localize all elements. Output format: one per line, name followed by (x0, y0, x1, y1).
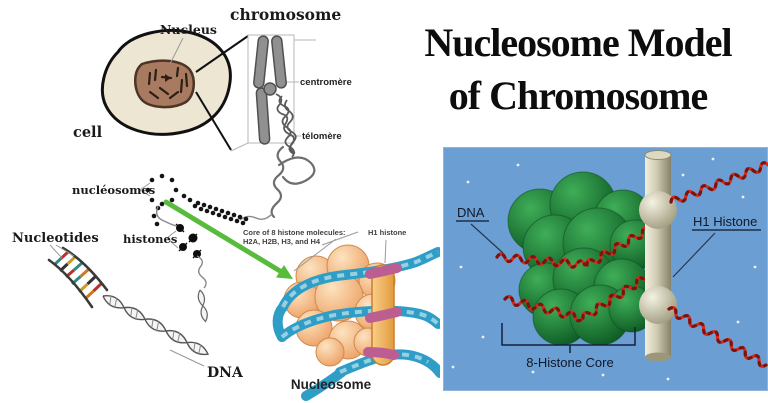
zoom-line-bottom (195, 91, 232, 151)
core-label: 8-Histone Core (526, 355, 613, 370)
dna-pink-segments (363, 263, 402, 360)
mini-helix (196, 288, 210, 323)
core-label-pointers (293, 231, 359, 272)
dna-label-pointer (470, 223, 504, 254)
nucleosome-beads (145, 173, 249, 227)
nucleotides-label: Nucleotides (12, 231, 99, 246)
chromatin-arrowhead (165, 74, 171, 82)
nucleotides-ladder (47, 246, 109, 309)
h1-histone-cylinder (639, 150, 677, 362)
cell-label: cell (73, 124, 103, 141)
nucleosome-label: Nucleosome (291, 377, 372, 392)
background-dots (451, 157, 757, 381)
page-title: Nucleosome Model of Chromosome (396, 16, 760, 122)
dna-label: DNA (207, 365, 244, 381)
h1-histone-pointer (384, 239, 387, 264)
h1-lower-bulge (639, 286, 677, 324)
h1-upper-bulge (639, 191, 677, 229)
centromere-label: centromère (300, 77, 352, 88)
nucleosomes-pointers (139, 182, 151, 197)
nucleotides-pointers (49, 244, 75, 259)
chromatin-squiggles (147, 66, 189, 100)
dna-double-helix (100, 291, 211, 359)
green-arrowhead (276, 265, 293, 279)
title-line2: of Chromosome (448, 73, 708, 118)
bead-string (155, 205, 177, 227)
dna-pointer (169, 349, 205, 367)
unraveling-coil (275, 93, 297, 158)
nucleosome-3d-panel: DNA H1 Histone 8-Histone Core (443, 147, 768, 391)
chromatin-packing-diagram: chromosome Nucleus cell centromère télom… (12, 5, 440, 401)
nucleosomes-label: nucléosomes (72, 183, 155, 197)
core-label-line2: H2A, H2B, H3, and H4 (243, 237, 321, 246)
nucleus-shape (134, 59, 195, 109)
nucleus-label: Nucleus (160, 22, 217, 37)
dna-label: DNA (457, 205, 485, 220)
histones-pointers (166, 230, 179, 249)
dna-string-descending (196, 255, 207, 289)
chromatin-fiber (239, 145, 316, 221)
cell-illustration (101, 29, 232, 136)
green-arrow (163, 199, 283, 274)
histones-label: histones (123, 232, 177, 246)
chromosome-illustration (253, 35, 297, 158)
h1-label-pointer (672, 232, 716, 278)
chromosome-label: chromosome (230, 5, 341, 24)
zoom-line-top (195, 35, 249, 73)
telomere-label: télomère (302, 131, 342, 142)
nucleosome-illustration (272, 231, 440, 401)
title-line1: Nucleosome Model (424, 20, 732, 65)
core-label-line1: Core of 8 histone molecules: (243, 228, 346, 237)
core-bracket (501, 323, 636, 353)
h1-histone-label: H1 histone (368, 228, 406, 237)
histone-blobs (175, 223, 202, 259)
nucleus-pointer (169, 37, 184, 65)
h1-histone-label: H1 Histone (693, 214, 757, 229)
